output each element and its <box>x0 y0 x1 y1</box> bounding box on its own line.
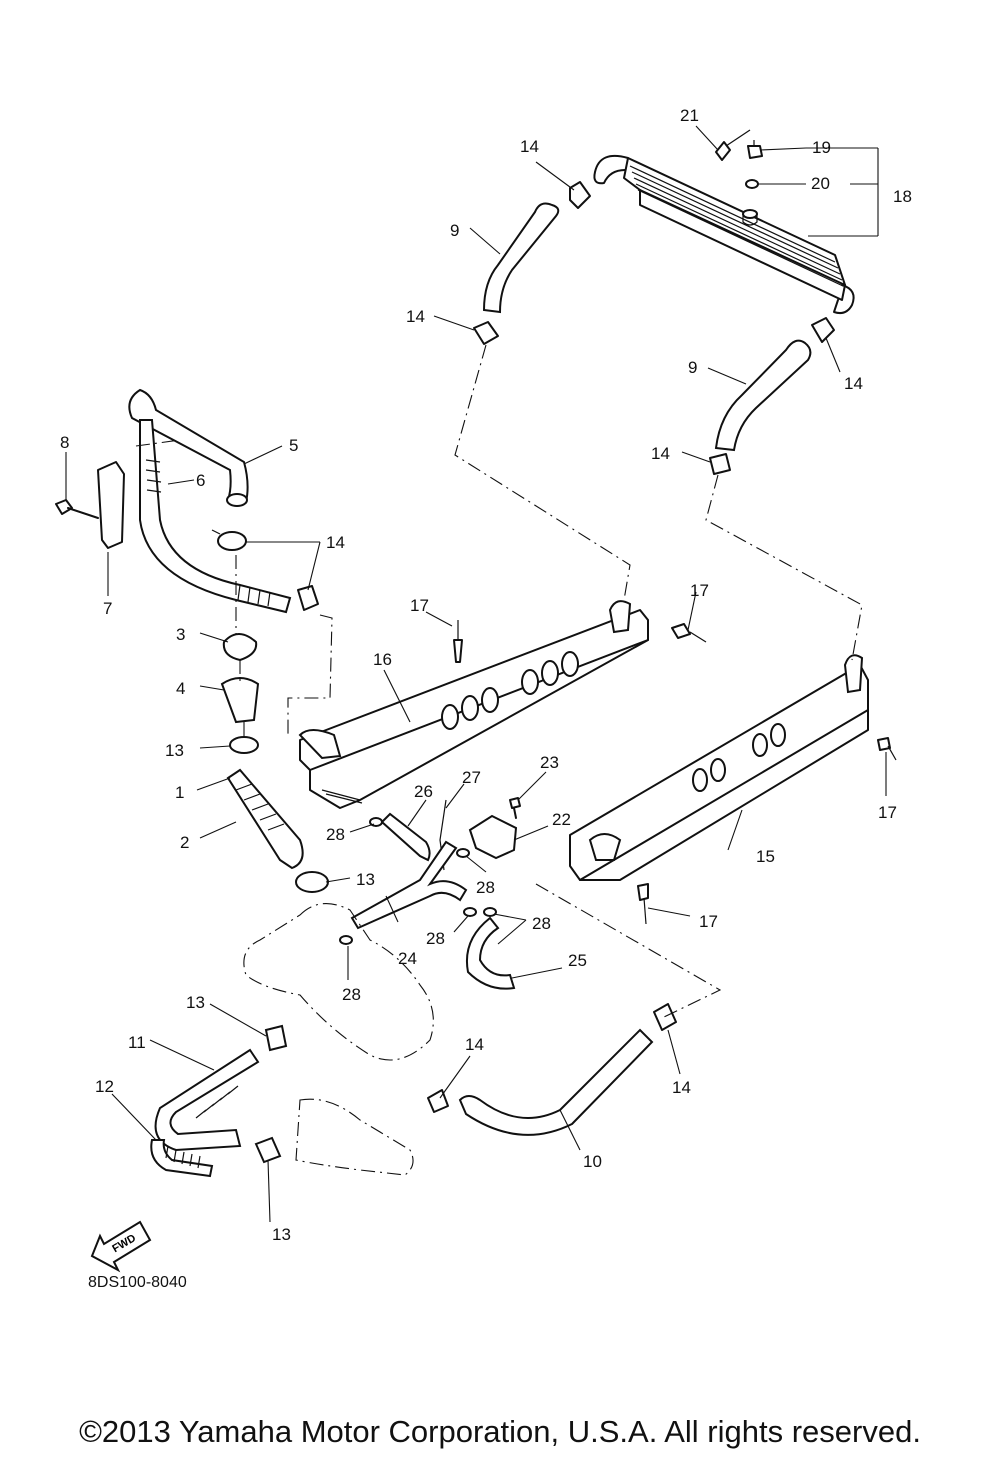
upper-cooler <box>593 154 855 315</box>
callout-21: 21 <box>680 106 699 125</box>
callout-12: 12 <box>95 1077 114 1096</box>
bolt-23 <box>509 797 521 819</box>
connection-line-c <box>287 614 333 735</box>
clamp-14-g <box>653 1003 677 1031</box>
hose-24 <box>350 840 468 930</box>
callout-14-e: 14 <box>326 533 345 552</box>
clamp-14-c <box>811 317 835 343</box>
callout-14-b: 14 <box>406 307 425 326</box>
callout-7: 7 <box>103 599 112 618</box>
hose-12 <box>150 1139 214 1178</box>
callout-14-c: 14 <box>844 374 863 393</box>
callout-1: 1 <box>175 783 184 802</box>
clamp-14-f <box>297 585 319 611</box>
callout-8: 8 <box>60 433 69 452</box>
clamp-14-h <box>427 1089 449 1113</box>
clamp-28-d <box>463 907 477 917</box>
callout-13-d: 13 <box>272 1225 291 1244</box>
callout-14-d: 14 <box>651 444 670 463</box>
fastener-17-d <box>637 883 649 925</box>
callout-28-b: 28 <box>476 878 495 897</box>
fastener-17-c <box>877 737 897 761</box>
callout-28-c: 28 <box>532 914 551 933</box>
bracket-7 <box>97 461 125 549</box>
callout-26: 26 <box>414 782 433 801</box>
callout-13-b: 13 <box>356 870 375 889</box>
hose-10 <box>458 1028 654 1136</box>
hose-6 <box>139 419 292 614</box>
callout-16: 16 <box>373 650 392 669</box>
hose-1-2 <box>226 768 304 870</box>
callout-27: 27 <box>462 768 481 787</box>
callout-2: 2 <box>180 833 189 852</box>
washer-20 <box>745 179 759 189</box>
housing-4 <box>220 677 260 724</box>
callout-17-c: 17 <box>878 803 897 822</box>
callout-17-a: 17 <box>410 596 429 615</box>
callout-9-upper: 9 <box>450 221 459 240</box>
callout-17-d: 17 <box>699 912 718 931</box>
callout-14-g: 14 <box>672 1078 691 1097</box>
bolt-19 <box>747 140 763 159</box>
callout-17-b: 17 <box>690 581 709 600</box>
callout-24: 24 <box>398 949 417 968</box>
clamp-14-a <box>569 181 591 209</box>
fastener-17-a <box>453 620 463 663</box>
clamp-14-d <box>709 453 731 475</box>
clamp-28-b <box>456 848 470 858</box>
callout-5: 5 <box>289 436 298 455</box>
callout-28-d: 28 <box>426 929 445 948</box>
callout-13-a: 13 <box>165 741 184 760</box>
clamp-13-a <box>229 736 259 754</box>
callout-6: 6 <box>196 471 205 490</box>
hose-9-lower <box>714 339 812 452</box>
clamp-28-c <box>483 907 497 917</box>
callout-14-a: 14 <box>520 137 539 156</box>
clamp-13-b <box>295 871 329 893</box>
clamp-13-c <box>264 1024 288 1052</box>
copyright-notice: ©2013 Yamaha Motor Corporation, U.S.A. A… <box>79 1414 921 1449</box>
exhaust-outline <box>295 1098 414 1176</box>
connection-line-h <box>135 439 181 447</box>
callout-25: 25 <box>568 951 587 970</box>
callout-19: 19 <box>812 138 831 157</box>
fitting-22 <box>468 814 518 860</box>
callout-18: 18 <box>893 187 912 206</box>
callout-14-f: 14 <box>465 1035 484 1054</box>
hose-25 <box>466 916 516 990</box>
callout-28-a: 28 <box>326 825 345 844</box>
fastener-17-b <box>671 623 707 643</box>
hose-26 <box>380 812 431 862</box>
connection-line-a <box>454 344 631 601</box>
radiator-15 <box>569 654 869 881</box>
bolt-8 <box>55 499 99 519</box>
callout-4: 4 <box>176 679 185 698</box>
callout-9-lower: 9 <box>688 358 697 377</box>
diagram-code: 8DS100-8040 <box>88 1274 187 1291</box>
callout-15: 15 <box>756 847 775 866</box>
clamp-28-e <box>339 935 353 945</box>
cover-3 <box>222 633 258 662</box>
callout-28-e: 28 <box>342 985 361 1004</box>
fwd-arrow-icon: FWD <box>90 1220 152 1273</box>
hose-11 <box>154 1048 260 1152</box>
callout-13-c: 13 <box>186 993 205 1012</box>
clamp-14-e <box>211 529 247 551</box>
clamp-13-d <box>254 1136 282 1164</box>
callout-11: 11 <box>128 1033 146 1052</box>
callouts: 1 2 3 4 5 6 7 8 9 9 10 11 12 13 13 13 13… <box>60 106 912 1244</box>
radiator-16 <box>298 600 649 809</box>
callout-23: 23 <box>540 753 559 772</box>
callout-22: 22 <box>552 810 571 829</box>
callout-3: 3 <box>176 625 185 644</box>
callout-10: 10 <box>583 1152 602 1171</box>
rivet-21 <box>715 129 751 161</box>
parts-diagram: FWD <box>55 106 912 1273</box>
connection-line-d <box>535 883 722 1019</box>
leader-lines <box>65 125 887 1223</box>
callout-20: 20 <box>811 174 830 193</box>
clamp-14-b <box>473 321 499 345</box>
connection-line-b <box>705 474 863 661</box>
hose-9-upper <box>482 202 560 314</box>
